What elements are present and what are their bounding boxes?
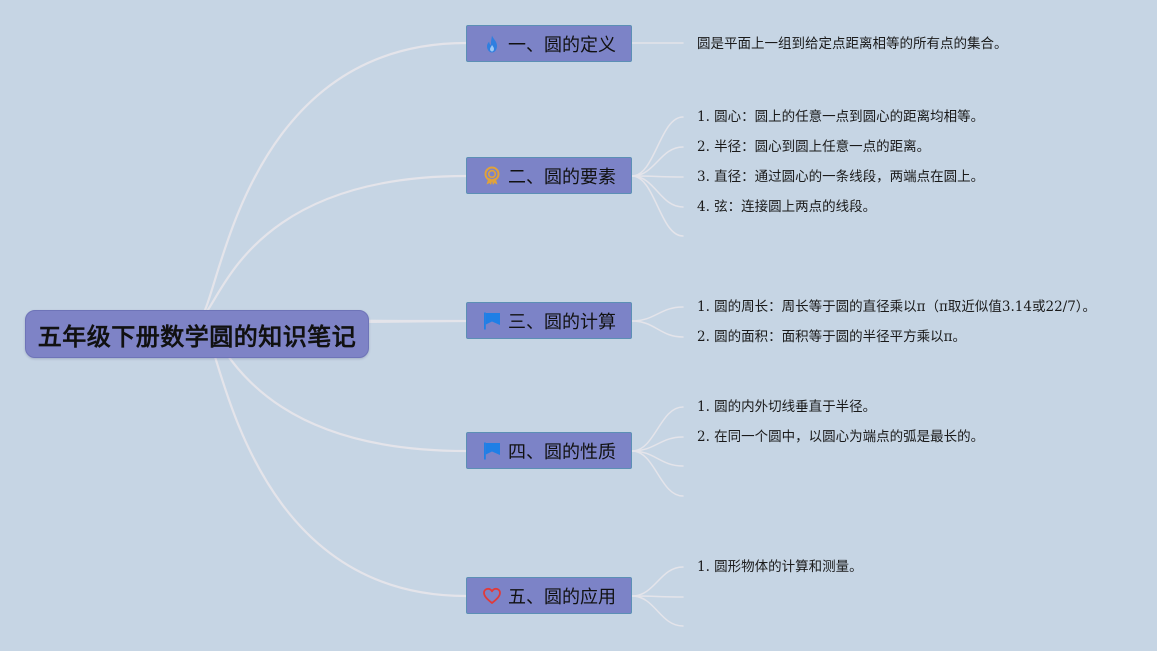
connector-line bbox=[631, 450, 684, 497]
branch-label: 一、圆的定义 bbox=[508, 34, 616, 56]
leaf-item[interactable]: 3. 直径：通过圆心的一条线段，两端点在圆上。 bbox=[697, 169, 985, 185]
leaf-item[interactable]: 1. 圆心：圆上的任意一点到圆心的距离均相等。 bbox=[697, 109, 985, 125]
connector-line bbox=[631, 320, 684, 338]
connector-line bbox=[631, 175, 684, 237]
flame-icon bbox=[482, 34, 502, 54]
leaf-item[interactable]: 1. 圆形物体的计算和测量。 bbox=[697, 559, 863, 575]
connector-line bbox=[198, 316, 468, 598]
connector-line bbox=[198, 41, 468, 320]
branch-application[interactable]: 五、圆的应用 bbox=[466, 577, 632, 614]
branch-elements[interactable]: 二、圆的要素 bbox=[466, 157, 632, 194]
flag-icon bbox=[482, 441, 502, 461]
flag-icon bbox=[482, 311, 502, 331]
leaf-item[interactable]: 2. 半径：圆心到圆上任意一点的距离。 bbox=[697, 139, 931, 155]
branch-calculation[interactable]: 三、圆的计算 bbox=[466, 302, 632, 339]
connector-line bbox=[631, 595, 684, 627]
branch-label: 三、圆的计算 bbox=[508, 311, 616, 333]
connector-line bbox=[631, 175, 684, 208]
leaf-item[interactable]: 4. 弦：连接圆上两点的线段。 bbox=[697, 199, 877, 215]
heart-icon bbox=[482, 586, 502, 606]
leaf-item[interactable]: 2. 在同一个圆中，以圆心为端点的弧是最长的。 bbox=[697, 429, 985, 445]
branch-properties[interactable]: 四、圆的性质 bbox=[466, 432, 632, 469]
branch-label: 二、圆的要素 bbox=[508, 166, 616, 188]
leaf-item[interactable]: 圆是平面上一组到给定点距离相等的所有点的集合。 bbox=[697, 36, 1008, 52]
leaf-item[interactable]: 1. 圆的周长：周长等于圆的直径乘以π（π取近似值3.14或22/7）。 bbox=[697, 299, 1097, 315]
award-ribbon-icon bbox=[482, 166, 502, 186]
leaf-item[interactable]: 1. 圆的内外切线垂直于半径。 bbox=[697, 399, 877, 415]
connector-line bbox=[631, 116, 684, 177]
connector-line bbox=[631, 146, 684, 177]
branch-definition[interactable]: 一、圆的定义 bbox=[466, 25, 632, 62]
root-topic[interactable]: 五年级下册数学圆的知识笔记 bbox=[25, 310, 369, 358]
connector-line bbox=[631, 406, 684, 452]
branch-label: 四、圆的性质 bbox=[508, 441, 616, 463]
connector-line bbox=[631, 306, 684, 322]
root-title: 五年级下册数学圆的知识笔记 bbox=[37, 322, 357, 351]
connector-line bbox=[631, 566, 684, 597]
leaf-item[interactable]: 2. 圆的面积：面积等于圆的半径平方乘以π。 bbox=[697, 329, 967, 345]
branch-label: 五、圆的应用 bbox=[508, 586, 616, 608]
connector-line bbox=[365, 320, 467, 323]
connector-line bbox=[198, 174, 468, 320]
